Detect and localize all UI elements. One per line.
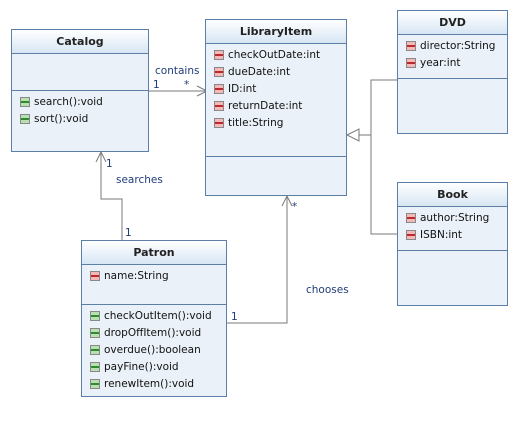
attribute-compartment: director:String year:int	[398, 35, 507, 79]
attribute-label: returnDate:int	[228, 100, 303, 112]
attribute-icon	[406, 230, 416, 240]
operation-icon	[90, 362, 100, 372]
attribute-icon	[90, 271, 100, 281]
operation-compartment	[398, 79, 507, 82]
operation-label: dropOffItem():void	[104, 327, 202, 339]
attribute: checkOutDate:int	[206, 47, 346, 64]
operation-label: payFine():void	[104, 361, 179, 373]
operation-label: sort():void	[34, 113, 89, 125]
operation: payFine():void	[82, 359, 226, 376]
operation: dropOffItem():void	[82, 325, 226, 342]
attribute-icon	[214, 84, 224, 94]
chooses-target-multiplicity: *	[292, 201, 298, 213]
contains-label: contains	[155, 65, 200, 77]
attribute: returnDate:int	[206, 98, 346, 115]
chooses-label: chooses	[306, 284, 349, 296]
attribute-label: year:int	[420, 57, 461, 69]
attribute: year:int	[398, 55, 507, 72]
operation-icon	[20, 114, 30, 124]
attribute-label: checkOutDate:int	[228, 49, 321, 61]
attribute-label: ID:int	[228, 83, 257, 95]
operation-icon	[90, 311, 100, 321]
operation-compartment	[398, 251, 507, 254]
operation-label: renewItem():void	[104, 378, 195, 390]
searches-label: searches	[116, 174, 163, 186]
operation-icon	[90, 328, 100, 338]
attribute-icon	[406, 58, 416, 68]
chooses-source-multiplicity: 1	[231, 311, 238, 323]
attribute-icon	[214, 101, 224, 111]
attribute-label: name:String	[104, 270, 169, 282]
attribute-label: ISBN:int	[420, 229, 463, 241]
operation: renewItem():void	[82, 376, 226, 393]
attribute-compartment	[12, 54, 148, 91]
attribute-label: author:String	[420, 212, 490, 224]
attribute-compartment: name:String	[82, 265, 226, 305]
attribute-icon	[214, 118, 224, 128]
chooses-line	[227, 196, 288, 324]
class-book[interactable]: Book author:String ISBN:int	[397, 182, 508, 306]
operation: overdue():boolean	[82, 342, 226, 359]
class-name: Catalog	[12, 30, 148, 54]
operation-compartment	[206, 157, 346, 160]
operation: search():void	[12, 94, 148, 111]
attribute-icon	[406, 41, 416, 51]
contains-target-multiplicity: *	[184, 79, 190, 91]
operation: checkOutItem():void	[82, 308, 226, 325]
chooses-arrowhead	[281, 194, 293, 207]
operation-icon	[20, 97, 30, 107]
generalization-triangle	[345, 128, 360, 142]
attribute: author:String	[398, 210, 507, 227]
attribute-compartment: checkOutDate:int dueDate:int ID:int retu…	[206, 44, 346, 157]
operation-label: overdue():boolean	[104, 344, 201, 356]
searches-source-multiplicity: 1	[125, 227, 132, 239]
operation-icon	[90, 345, 100, 355]
attribute-icon	[214, 50, 224, 60]
class-name: LibraryItem	[206, 20, 346, 44]
searches-line	[100, 152, 123, 240]
operation-compartment: checkOutItem():void dropOffItem():void o…	[82, 305, 226, 393]
attribute-compartment: author:String ISBN:int	[398, 207, 507, 251]
attribute-label: director:String	[420, 40, 496, 52]
class-name: Patron	[82, 241, 226, 265]
class-library-item[interactable]: LibraryItem checkOutDate:int dueDate:int…	[205, 19, 347, 196]
operation-icon	[90, 379, 100, 389]
attribute: ID:int	[206, 81, 346, 98]
attribute: director:String	[398, 38, 507, 55]
operation-label: search():void	[34, 96, 103, 108]
class-name: Book	[398, 183, 507, 207]
searches-target-multiplicity: 1	[106, 158, 113, 170]
operation-compartment: search():void sort():void	[12, 91, 148, 128]
attribute-label: dueDate:int	[228, 66, 291, 78]
attribute: name:String	[82, 268, 226, 285]
attribute: dueDate:int	[206, 64, 346, 81]
class-patron[interactable]: Patron name:String checkOutItem():void d…	[81, 240, 227, 397]
class-name: DVD	[398, 11, 507, 35]
operation-label: checkOutItem():void	[104, 310, 212, 322]
class-catalog[interactable]: Catalog search():void sort():void	[11, 29, 149, 152]
attribute-icon	[406, 213, 416, 223]
contains-source-multiplicity: 1	[153, 79, 160, 91]
operation: sort():void	[12, 111, 148, 128]
attribute-icon	[214, 67, 224, 77]
attribute: title:String	[206, 115, 346, 132]
attribute: ISBN:int	[398, 227, 507, 244]
generalization-dvd-line	[370, 79, 397, 135]
attribute-label: title:String	[228, 117, 284, 129]
generalization-book-line	[370, 135, 397, 235]
class-dvd[interactable]: DVD director:String year:int	[397, 10, 508, 134]
searches-arrowhead	[95, 150, 107, 163]
